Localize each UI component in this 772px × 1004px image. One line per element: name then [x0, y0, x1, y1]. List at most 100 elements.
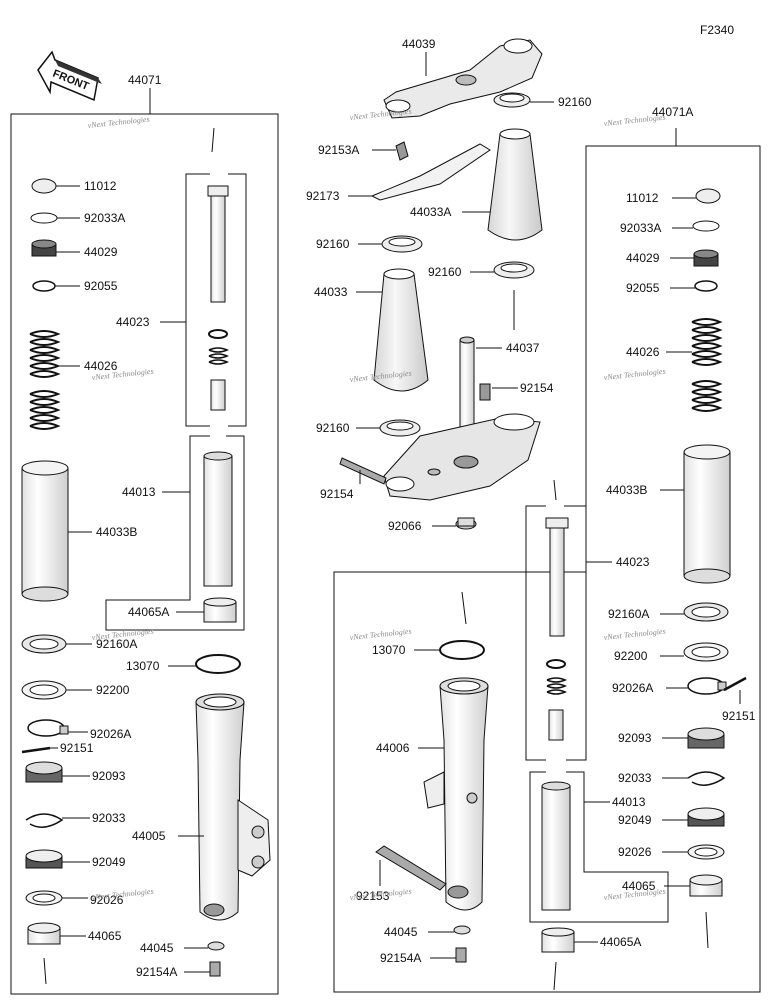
part-44013: 44013	[122, 485, 156, 499]
part-92026A-right: 92026A	[612, 681, 653, 695]
oring-92055-right: 92055	[626, 280, 718, 295]
part-92200-left: 92200	[96, 683, 130, 697]
figure-code: F2340	[700, 23, 734, 37]
washer-92200-right: 92200	[614, 642, 729, 663]
seal-92049-left: 92049	[25, 849, 126, 869]
bolt-92153: 92153	[356, 845, 447, 903]
part-44039: 44039	[402, 37, 436, 51]
seal-92160A-right: 92160A	[608, 602, 729, 622]
seal-92160-a: 92160	[316, 235, 423, 253]
part-92160-a: 92160	[316, 237, 350, 251]
cylinder-44013: 44013 44065A	[105, 435, 245, 631]
bolt-44029: 44029	[31, 239, 118, 259]
part-44045-left: 44045	[140, 941, 174, 955]
watermark: vNext Technologies	[349, 107, 412, 122]
part-44065A: 44065A	[128, 605, 169, 619]
part-44029: 44029	[84, 245, 118, 259]
washer-92026-right: 92026	[618, 844, 725, 860]
bush-44065-left: 44065	[27, 922, 122, 985]
seal-92093-right: 92093	[618, 727, 725, 749]
part-92153A: 92153A	[318, 143, 359, 157]
bracket-92173: 92173	[306, 143, 491, 203]
part-92033A: 92033A	[84, 211, 125, 225]
ring-13070-left: 13070	[126, 654, 241, 674]
watermark: vNext Technologies	[349, 627, 412, 642]
part-11012-right: 11012	[626, 191, 659, 205]
clip-92033-left: 92033	[25, 811, 126, 828]
bolt-92154A-right: 92154A	[380, 947, 467, 965]
bolt-92154A-left: 92154A	[136, 961, 221, 979]
part-92154-top: 92154	[520, 381, 554, 395]
outer-tube-44005: 44005	[132, 693, 271, 921]
part-44026: 44026	[84, 359, 118, 373]
part-92026-left: 92026	[90, 893, 124, 907]
part-44026-right: 44026	[626, 345, 660, 359]
clip-92033-right: 92033	[618, 771, 726, 786]
cylinder-44013-right: 44013 44065A	[529, 771, 669, 991]
tube-44033B: 44033B	[21, 460, 137, 602]
part-92160A-right: 92160A	[608, 607, 649, 621]
part-44023-right: 44023	[616, 555, 650, 569]
ring-13070-right: 13070	[372, 591, 485, 660]
part-44023: 44023	[116, 315, 150, 329]
cap-11012-right: 11012	[626, 188, 721, 205]
part-44006: 44006	[376, 741, 410, 755]
outer-tube-44006: 44006	[376, 677, 489, 911]
part-44065-right: 44065	[622, 879, 656, 893]
part-92151-right: 92151	[722, 709, 756, 723]
nut-92066: 92066	[388, 517, 477, 533]
part-92049-right: 92049	[618, 813, 652, 827]
part-92055-right: 92055	[626, 281, 660, 295]
bolt-92154-top: 92154	[479, 381, 554, 401]
watermark: vNext Technologies	[603, 367, 666, 382]
part-92066: 92066	[388, 519, 422, 533]
seal-92160-c: 92160	[316, 419, 421, 437]
watermark: vNext Technologies	[603, 113, 666, 128]
watermark: vNext Technologies	[603, 887, 666, 902]
spring-44026: 44026	[29, 330, 118, 430]
right-fork-assembly: 44071A 11012 92033A 44029 92055 44026	[333, 105, 761, 993]
part-44033B: 44033B	[96, 525, 137, 539]
seal-92160-b: 92160	[428, 261, 535, 330]
part-44071: 44071	[128, 73, 162, 87]
part-44065-left: 44065	[88, 929, 122, 943]
part-92093-right: 92093	[618, 731, 652, 745]
watermark: vNext Technologies	[87, 115, 150, 130]
screw-92151-left: 92151	[21, 741, 94, 755]
oring-92055: 92055	[32, 279, 118, 293]
bush-44065-right: 44065	[622, 874, 723, 949]
part-44033A: 44033A	[410, 205, 451, 219]
part-44045-right: 44045	[384, 925, 418, 939]
cover-44033A: 44033A	[410, 128, 543, 241]
spring-44026-right: 44026	[626, 318, 723, 412]
clamp-92026A-right: 92026A	[612, 677, 727, 695]
ring-92033A-right: 92033A	[620, 220, 720, 235]
front-arrow-icon: FRONT	[37, 50, 102, 102]
part-44071A: 44071A	[652, 105, 693, 119]
part-92154-side: 92154	[320, 487, 354, 501]
part-44037: 44037	[506, 341, 540, 355]
part-92049-left: 92049	[92, 855, 126, 869]
bolt-92154-side: 92154	[320, 457, 387, 501]
washer-92026-left: 92026	[25, 890, 124, 907]
screw-92151-right: 92151	[722, 676, 756, 723]
steering-assembly: 44039 92160 92153A 92173 44033A	[306, 37, 592, 533]
part-44029-right: 44029	[626, 251, 660, 265]
part-92160-top: 92160	[558, 95, 592, 109]
part-44033B-right: 44033B	[606, 483, 647, 497]
seal-92160-top: 92160	[493, 92, 592, 109]
bolt-92153A: 92153A	[318, 141, 409, 161]
watermark: vNext Technologies	[603, 627, 666, 642]
tube-44033B-right: 44033B	[606, 444, 731, 584]
part-92154A-right: 92154A	[380, 951, 421, 965]
ring-92033A: 92033A	[30, 211, 125, 225]
part-13070-left: 13070	[126, 659, 160, 673]
part-44033: 44033	[314, 285, 348, 299]
clamp-92026A-left: 92026A	[27, 719, 131, 741]
part-92160-c: 92160	[316, 421, 350, 435]
part-92033A-right: 92033A	[620, 221, 661, 235]
part-92151-left: 92151	[60, 741, 94, 755]
part-44005: 44005	[132, 829, 166, 843]
